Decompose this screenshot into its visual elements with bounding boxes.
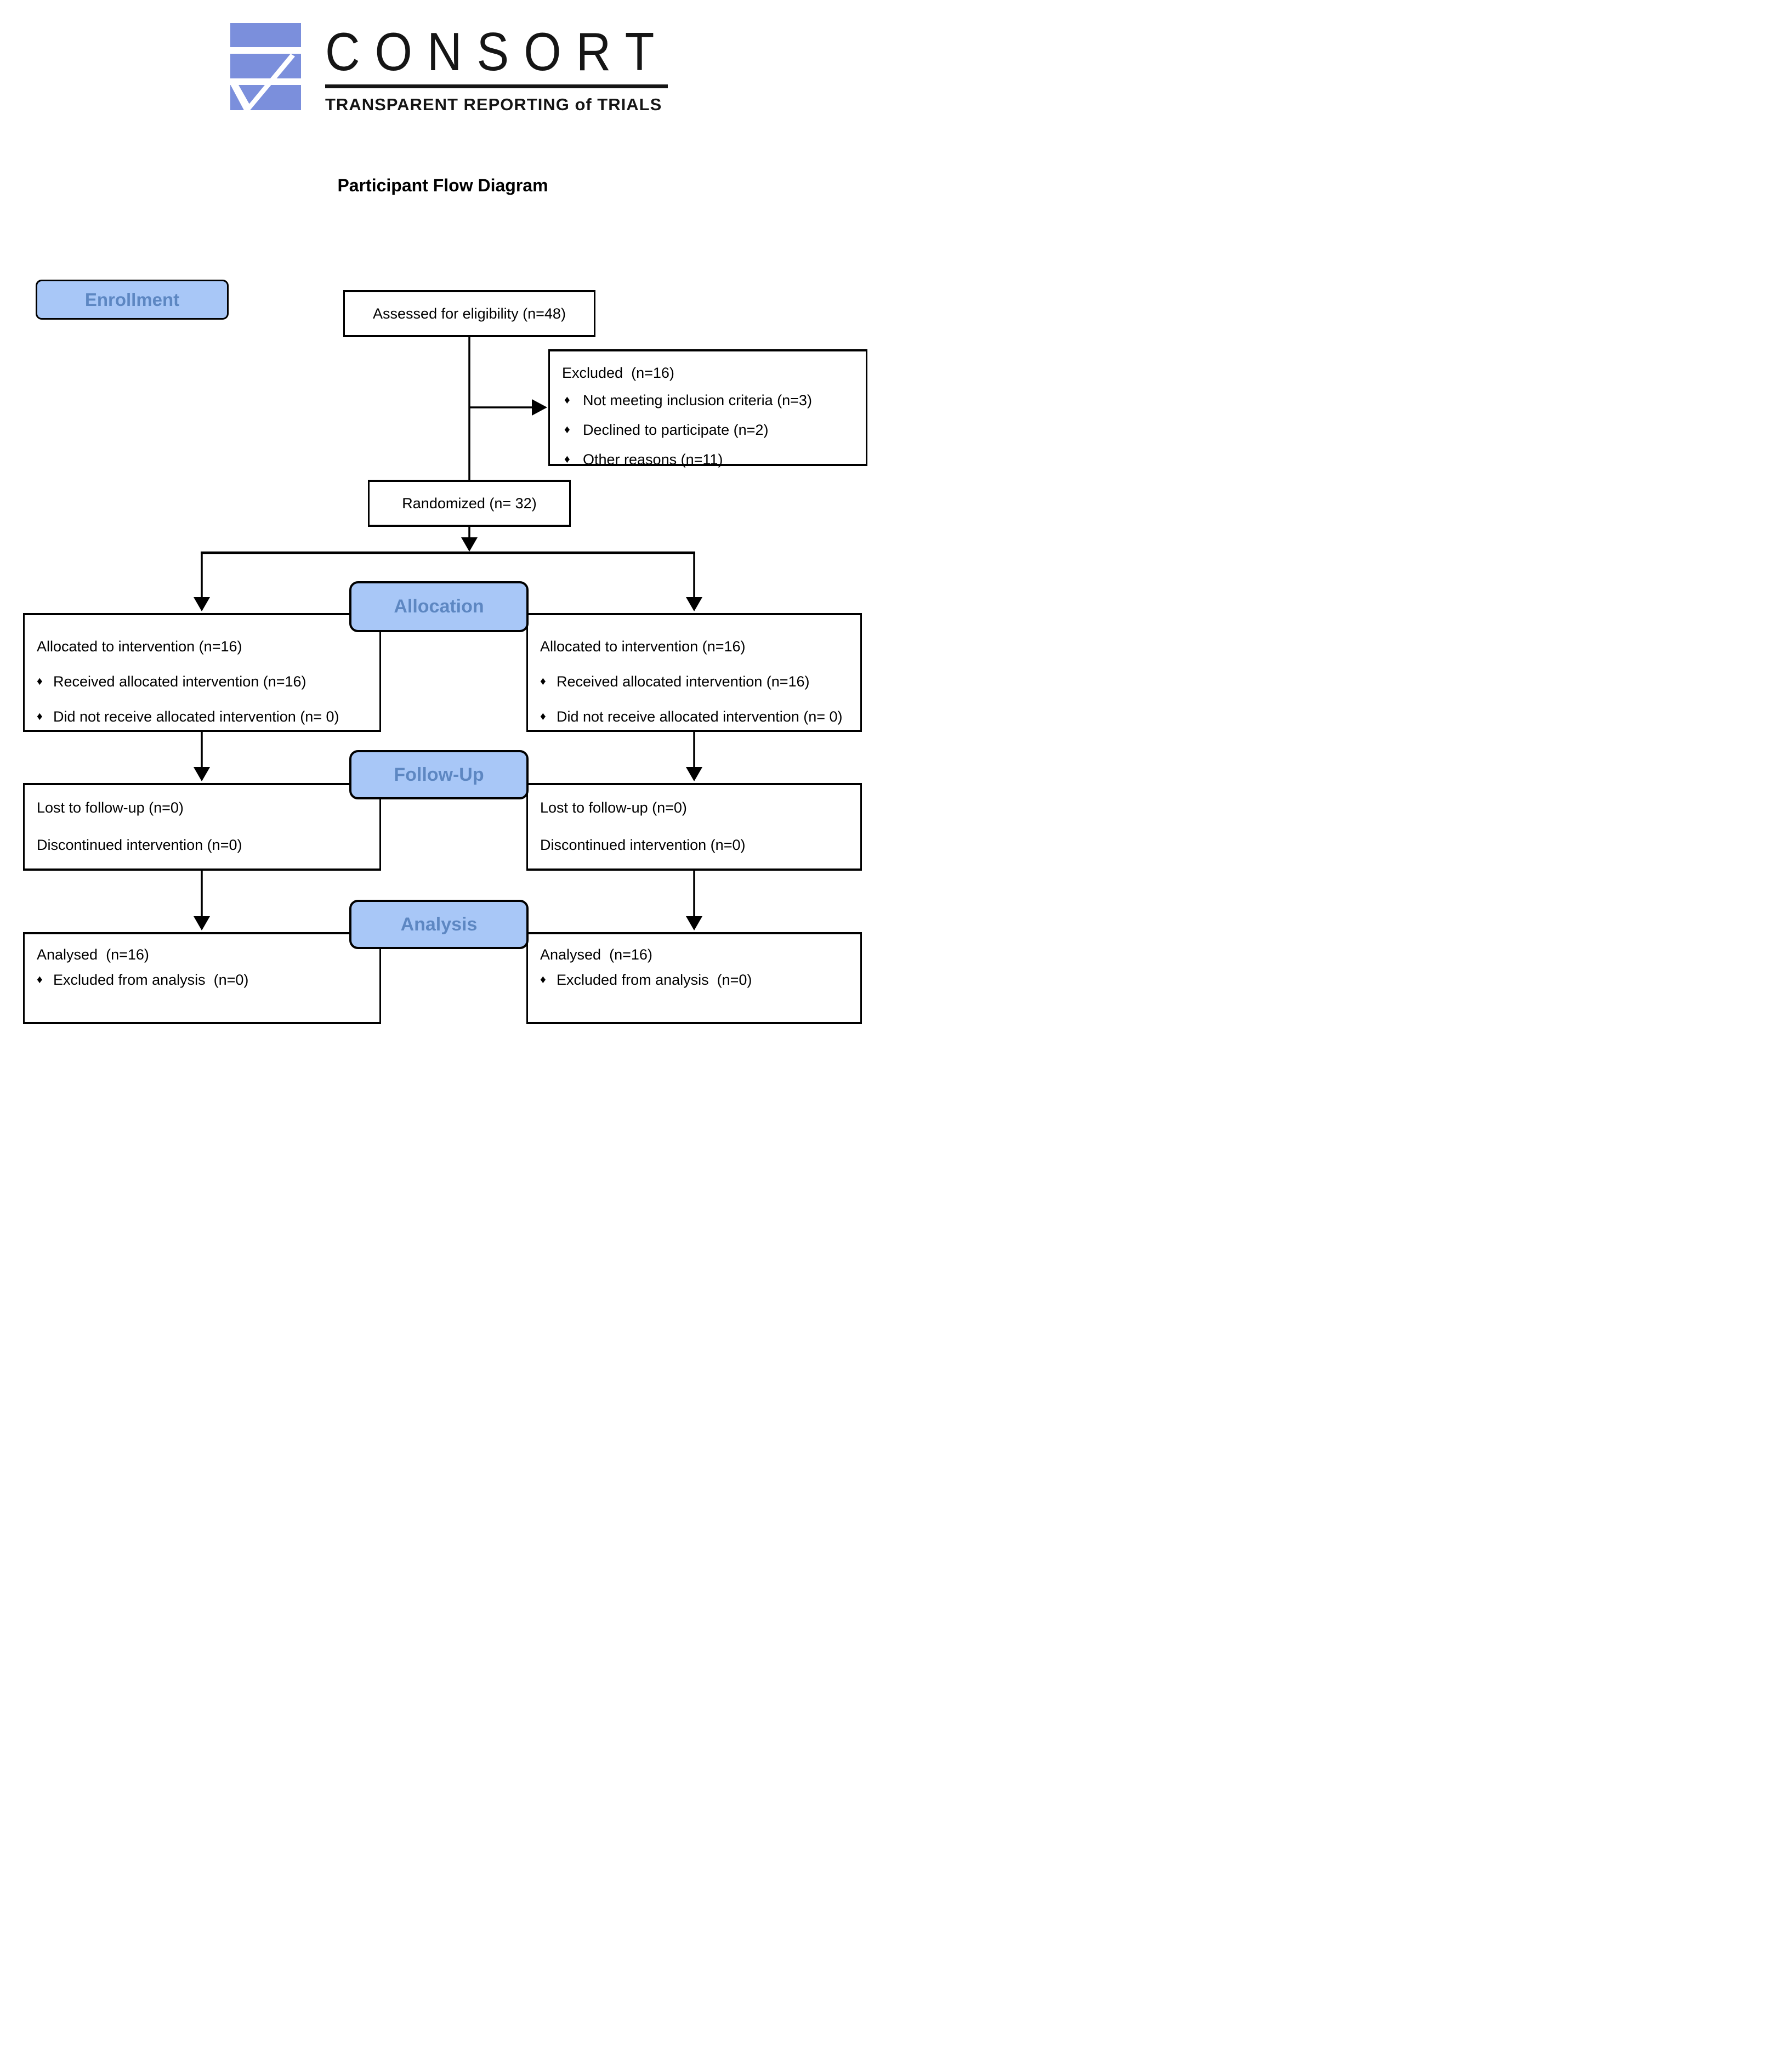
stage-label-allocation: Allocation: [349, 581, 529, 632]
stage-label-allocation-text: Allocation: [394, 596, 484, 617]
logo-check-short-arm: [230, 80, 250, 110]
allocation-left-item: ♦ Received allocated intervention (n=16): [37, 671, 374, 692]
randomized-text: Randomized (n= 32): [402, 495, 537, 512]
box-allocation-right: Allocated to intervention (n=16) ♦ Recei…: [526, 613, 862, 732]
diamond-bullet-icon: ♦: [540, 710, 546, 723]
diamond-bullet-icon: ♦: [564, 453, 570, 466]
analysis-right-title: Analysed (n=16): [540, 946, 652, 963]
allocation-left-item-text: Did not receive allocated intervention (…: [53, 708, 339, 725]
logo-divider: [325, 84, 668, 88]
followup-right-line: Lost to follow-up (n=0): [540, 799, 687, 816]
arrowhead-analysis-right: [686, 916, 702, 930]
box-analysis-right: Analysed (n=16) ♦ Excluded from analysis…: [526, 932, 862, 1024]
diamond-bullet-icon: ♦: [540, 675, 546, 688]
excluded-item: ♦ Other reasons (n=11): [562, 449, 860, 470]
allocation-right-item-text: Received allocated intervention (n=16): [557, 673, 810, 690]
diamond-bullet-icon: ♦: [564, 394, 570, 406]
stage-label-analysis: Analysis: [349, 900, 529, 949]
consort-tagline: TRANSPARENT REPORTING of TRIALS: [325, 95, 662, 114]
consort-logo-text: CONSORT TRANSPARENT REPORTING of TRIALS: [325, 20, 676, 115]
arrowhead-allocation-left: [194, 597, 210, 611]
diamond-bullet-icon: ♦: [540, 973, 546, 986]
excluded-item: ♦ Declined to participate (n=2): [562, 419, 860, 440]
analysis-left-title: Analysed (n=16): [37, 946, 149, 963]
arrowhead-allocation-right: [686, 597, 702, 611]
logo-check-long-arm: [244, 54, 295, 110]
diamond-bullet-icon: ♦: [37, 675, 43, 688]
box-allocation-left: Allocated to intervention (n=16) ♦ Recei…: [23, 613, 381, 732]
followup-right-line: Discontinued intervention (n=0): [540, 837, 746, 853]
allocation-right-title: Allocated to intervention (n=16): [540, 638, 746, 655]
stage-label-followup: Follow-Up: [349, 750, 529, 799]
allocation-right-item: ♦ Did not receive allocated intervention…: [540, 706, 855, 727]
followup-left-line: Lost to follow-up (n=0): [37, 799, 184, 816]
diamond-bullet-icon: ♦: [37, 710, 43, 723]
allocation-right-item: ♦ Received allocated intervention (n=16): [540, 671, 855, 692]
arrowhead-excluded: [532, 399, 547, 416]
box-followup-left: Lost to follow-up (n=0) Discontinued int…: [23, 783, 381, 871]
allocation-left-title: Allocated to intervention (n=16): [37, 638, 242, 655]
allocation-right-item-text: Did not receive allocated intervention (…: [557, 708, 843, 725]
stage-label-enrollment-text: Enrollment: [84, 289, 180, 310]
box-analysis-left: Analysed (n=16) ♦ Excluded from analysis…: [23, 932, 381, 1024]
arrowhead-followup-right: [686, 767, 702, 781]
diamond-bullet-icon: ♦: [564, 423, 570, 436]
excluded-title: Excluded (n=16): [562, 365, 674, 381]
consort-flow-diagram-page: CONSORT TRANSPARENT REPORTING of TRIALS …: [0, 0, 886, 1036]
flow-connectors: [194, 337, 702, 930]
excluded-item: ♦ Not meeting inclusion criteria (n=3): [562, 390, 860, 411]
analysis-left-item: ♦ Excluded from analysis (n=0): [37, 969, 374, 990]
consort-checkmark-icon: [230, 23, 301, 110]
allocation-left-item: ♦ Did not receive allocated intervention…: [37, 706, 374, 727]
excluded-item-text: Declined to participate (n=2): [583, 422, 769, 438]
stage-label-enrollment: Enrollment: [36, 280, 229, 320]
diamond-bullet-icon: ♦: [37, 973, 43, 986]
page-title: Participant Flow Diagram: [337, 175, 548, 195]
arrowhead-analysis-left: [194, 916, 210, 930]
consort-wordmark: CONSORT: [325, 21, 669, 82]
stage-label-analysis-text: Analysis: [400, 913, 478, 935]
excluded-item-text: Other reasons (n=11): [583, 451, 723, 468]
stage-label-followup-text: Follow-Up: [394, 764, 484, 785]
box-excluded: Excluded (n=16) ♦ Not meeting inclusion …: [548, 349, 867, 468]
analysis-right-item-text: Excluded from analysis (n=0): [557, 972, 752, 988]
arrowhead-split: [461, 537, 478, 552]
arrowhead-followup-left: [194, 767, 210, 781]
analysis-left-item-text: Excluded from analysis (n=0): [53, 972, 249, 988]
logo-bar-top: [230, 23, 301, 47]
followup-left-line: Discontinued intervention (n=0): [37, 837, 242, 853]
box-assessed-for-eligibility: Assessed for eligibility (n=48): [343, 290, 595, 337]
excluded-item-text: Not meeting inclusion criteria (n=3): [583, 392, 812, 408]
analysis-right-item: ♦ Excluded from analysis (n=0): [540, 969, 855, 990]
box-followup-right: Lost to follow-up (n=0) Discontinued int…: [526, 783, 862, 871]
allocation-left-item-text: Received allocated intervention (n=16): [53, 673, 306, 690]
assessed-text: Assessed for eligibility (n=48): [373, 305, 566, 322]
box-randomized: Randomized (n= 32): [368, 480, 571, 527]
